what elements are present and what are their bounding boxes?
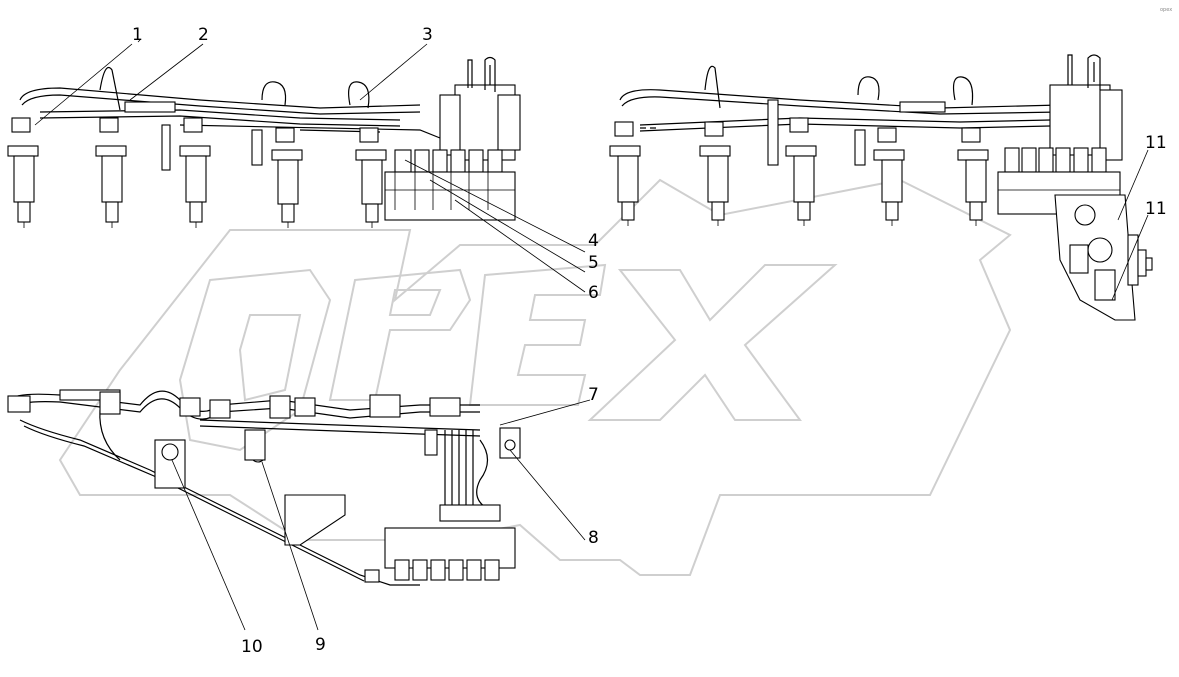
callout-5: 5 [588, 253, 599, 273]
callout-4: 4 [588, 231, 599, 251]
injector [355, 127, 387, 228]
injector [785, 117, 817, 226]
injector [609, 121, 641, 226]
injector [271, 127, 303, 228]
callout-3: 3 [422, 25, 433, 45]
injector [699, 121, 731, 226]
callout-1: 1 [132, 25, 143, 45]
injector [95, 117, 127, 228]
injector-rail-assembly-left [7, 56, 521, 228]
injector [873, 127, 905, 226]
callout-labels: 1 2 3 4 5 6 7 8 9 10 11 11 [132, 25, 1167, 657]
injector-rail-assembly-right [609, 54, 1153, 321]
callout-9: 9 [315, 635, 326, 655]
corner-mark: opex [1160, 7, 1172, 13]
injector [179, 117, 211, 228]
callout-10: 10 [241, 637, 263, 657]
fuel-line-assembly-bottom [7, 389, 521, 586]
callout-11-lower: 11 [1145, 199, 1167, 219]
callout-7: 7 [588, 385, 599, 405]
callout-6: 6 [588, 283, 599, 303]
watermark-opex [58, 178, 1012, 576]
callout-11-upper: 11 [1145, 133, 1167, 153]
injector [957, 127, 989, 226]
callout-leaders [34, 39, 1149, 631]
callout-2: 2 [198, 25, 209, 45]
callout-8: 8 [588, 528, 599, 548]
injector [7, 117, 39, 228]
